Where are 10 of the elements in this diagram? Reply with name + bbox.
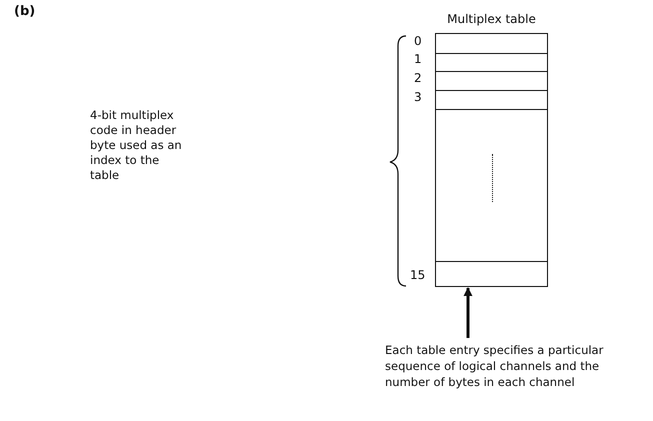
- row-index: 0: [414, 34, 423, 48]
- arrow: [464, 287, 472, 338]
- table-heading: Multiplex table: [446, 12, 537, 26]
- row-index: 3: [414, 90, 423, 104]
- brace-annotation: 4-bit multiplex code in header byte used as an index to the table: [90, 108, 183, 183]
- panel-label: (b): [14, 4, 36, 19]
- row-index: 1: [414, 52, 423, 66]
- row-index: 2: [414, 71, 423, 85]
- note-text: Each table entry specifies a particular sequence of logical channels and the number of bytes in each channel: [385, 342, 647, 390]
- row-index: 15: [410, 268, 426, 282]
